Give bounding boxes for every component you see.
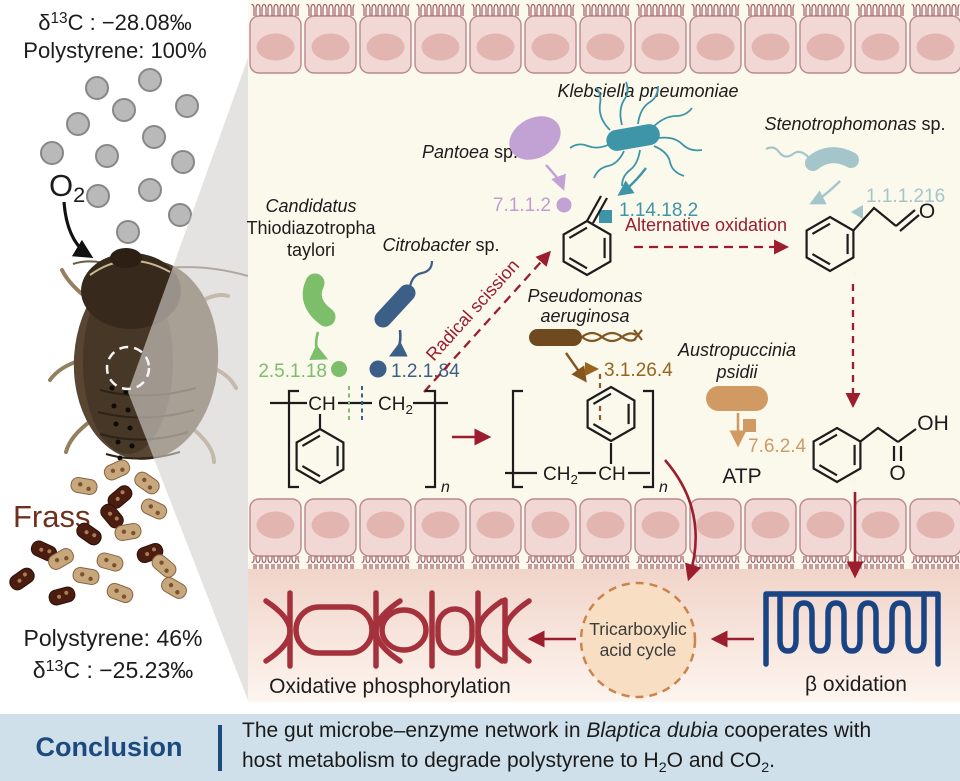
candidatus-label-line3: taylori [287, 240, 335, 260]
conclusion-line2b: O and CO [666, 749, 762, 773]
polystyrene-structure: CH CH2 n [270, 386, 450, 496]
ec-pseudomonas: 3.1.26.4 [604, 360, 673, 381]
p2-ch2-label: CH2 [543, 464, 578, 487]
polymer-to-tca-arrow [664, 459, 702, 582]
phenylacetic-acid-structure: OH O [812, 412, 949, 485]
ec-klebsiella-square-marker [599, 210, 612, 223]
ec-pantoea: 7.1.1.2 [493, 195, 551, 216]
bacterium-pseudomonas: Pseudomonas aeruginosa [527, 286, 643, 383]
atp-label: ATP [722, 465, 761, 488]
gut-zoom-dashed-circle [105, 345, 151, 391]
ps-n-subscript: n [441, 479, 450, 496]
o2-label: O2 [49, 168, 85, 207]
bacterium-citrobacter: Citrobacter sp. [374, 235, 500, 357]
ps-ch2-label: CH2 [378, 394, 413, 417]
pseudomonas-arrow [565, 352, 587, 383]
tca-cycle: Tricarboxylic acid cycle [579, 581, 697, 699]
frass-pellets [9, 459, 187, 606]
oxidative-phosphorylation-label: Oxidative phosphorylation [269, 675, 511, 698]
pseudomonas-label-line1: Pseudomonas [527, 286, 642, 306]
austropuccinia-label-line1: Austropuccinia [677, 340, 796, 360]
stenotrophomonas-arrow [809, 180, 841, 205]
ec-stenotrophomonas: 1.1.1.216 [866, 186, 945, 207]
bacterium-klebsiella: Klebsiella pneumoniae [557, 81, 739, 196]
ec-austropuccinia: 7.6.2.4 [748, 436, 807, 457]
acid-oh-label: OH [917, 412, 949, 435]
abdomen-spots [109, 385, 135, 461]
ec-pantoea-dot-marker [556, 197, 572, 213]
conclusion-divider [218, 724, 222, 771]
conclusion-line2a: host metabolism to degrade polystyrene t… [242, 749, 659, 773]
candidatus-label-line1: Candidatus [265, 196, 356, 216]
ec-citrobacter: 1.2.1.84 [391, 361, 460, 382]
pantoea-label: Pantoea sp. [422, 142, 518, 162]
conclusion-text: The gut microbe–enzyme network in Blapti… [222, 716, 960, 778]
conclusion-text-pre: The gut microbe–enzyme network in [242, 719, 587, 743]
phenylacetaldehyde-structure: O [805, 200, 935, 273]
left-panel: δ13C : −28.08‰ Polystyrene: 100% O2 [9, 10, 249, 700]
bacterium-candidatus: Candidatus Thiodiazotropha taylori [246, 196, 377, 360]
conclusion-sub1: 2 [658, 760, 667, 777]
conclusion-line2c: . [769, 749, 775, 773]
ec-candidatus: 2.5.1.18 [258, 361, 327, 382]
tca-label-line2: acid cycle [600, 640, 677, 660]
radical-scission-arrow [423, 250, 551, 393]
figure-svg: δ13C : −28.08‰ Polystyrene: 100% O2 [9, 0, 960, 702]
citrobacter-label: Citrobacter sp. [382, 235, 499, 255]
p2-ch-label: CH [598, 464, 625, 485]
ec-stenotrophomonas-triangle-marker [851, 205, 863, 219]
acid-o-label: O [889, 462, 905, 485]
citrobacter-arrow [388, 329, 408, 357]
gut-panel: Klebsiella pneumoniae Pantoea sp. 7.1.1.… [246, 0, 960, 702]
p2-n-subscript: n [659, 479, 668, 496]
o2-arrow [62, 201, 94, 258]
conclusion-bar: Conclusion The gut microbe–enzyme networ… [0, 714, 960, 781]
ps-ch-label: CH [308, 394, 335, 415]
conclusion-species: Blaptica dubia [586, 719, 719, 743]
ec-klebsiella: 1.14.18.2 [619, 200, 698, 221]
polystyrene-value-bottom: Polystyrene: 46% [24, 625, 203, 651]
styrene-structure [562, 195, 612, 277]
ec-citrobacter-dot-marker [369, 360, 387, 378]
candidatus-label-line2: Thiodiazotropha [246, 218, 376, 238]
beta-oxidation-structure [763, 591, 941, 667]
polystyrene-value-top: Polystyrene: 100% [23, 38, 206, 63]
oxygen-molecule-dots [40, 68, 199, 244]
ec-pseudomonas-triangle-marker [585, 362, 599, 376]
isotope-value-top: δ13C : −28.08‰ [38, 10, 192, 35]
pseudomonas-label-line2: aeruginosa [540, 306, 629, 326]
pantoea-arrow [545, 164, 566, 191]
conclusion-text-post: cooperates with [718, 719, 872, 743]
klebsiella-arrow [617, 167, 647, 196]
oxidative-phosphorylation-structure [263, 590, 532, 669]
bacterium-austropuccinia: Austropuccinia psidii [677, 340, 796, 448]
alternative-oxidation-label: Alternative oxidation [625, 215, 787, 235]
conclusion-sub2: 2 [761, 760, 770, 777]
candidatus-arrow [309, 331, 329, 360]
polymer-after-scission-structure: CH2 CH n [505, 374, 668, 496]
stenotrophomonas-label: Stenotrophomonas sp. [764, 114, 945, 134]
tca-label-line1: Tricarboxylic [589, 619, 687, 639]
ec-austropuccinia-square-marker [743, 419, 756, 432]
isotope-value-bottom: δ13C : −25.23‰ [33, 657, 194, 683]
conclusion-heading: Conclusion [35, 732, 183, 762]
klebsiella-label: Klebsiella pneumoniae [557, 81, 738, 101]
austropuccinia-label-line2: psidii [715, 362, 758, 382]
ec-candidatus-dot-marker [331, 361, 347, 377]
magnification-cone-overlay [128, 58, 248, 700]
aldehyde-o-label: O [919, 200, 935, 223]
beta-oxidation-label: β oxidation [805, 673, 907, 696]
bacterium-stenotrophomonas: Stenotrophomonas sp. [764, 114, 946, 205]
bacterium-pantoea: Pantoea sp. [422, 116, 566, 191]
